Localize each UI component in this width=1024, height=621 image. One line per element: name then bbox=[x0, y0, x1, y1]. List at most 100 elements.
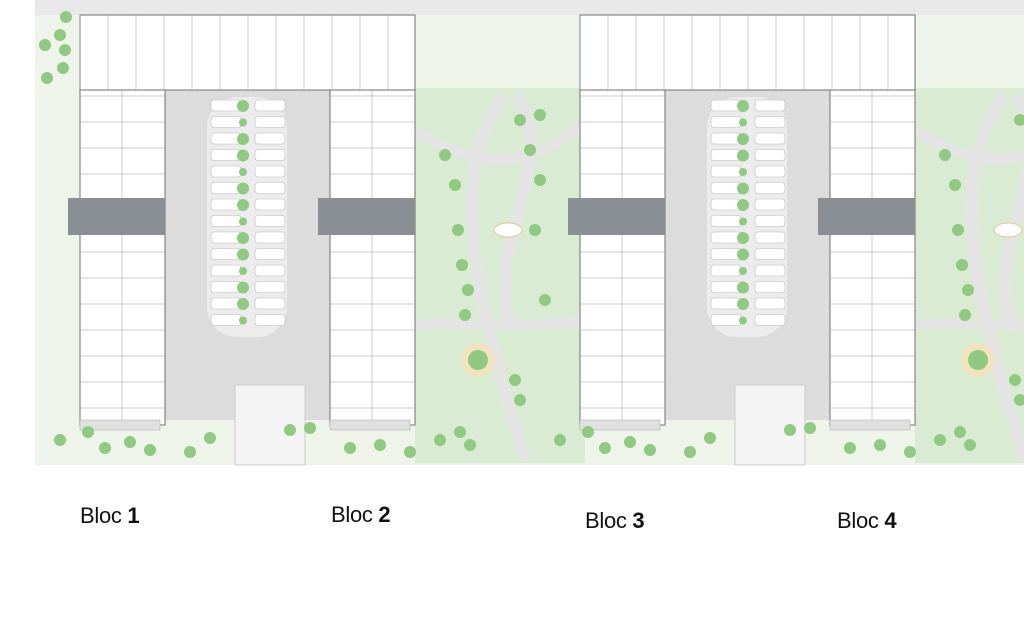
building-front bbox=[579, 14, 916, 91]
tree bbox=[844, 442, 856, 454]
car-stall bbox=[210, 132, 242, 145]
tree bbox=[524, 144, 536, 156]
tree bbox=[582, 426, 594, 438]
car-stall bbox=[710, 231, 742, 244]
car-stall bbox=[254, 198, 286, 211]
tree bbox=[534, 109, 546, 121]
tree bbox=[239, 217, 247, 226]
block-label-2[interactable]: Bloc 2 bbox=[331, 502, 391, 528]
tree bbox=[956, 259, 968, 271]
tree bbox=[737, 248, 749, 261]
car-stall bbox=[254, 116, 286, 128]
tree bbox=[739, 118, 747, 127]
tree bbox=[404, 446, 416, 458]
tree bbox=[284, 424, 296, 436]
car-stall bbox=[254, 297, 286, 310]
tree bbox=[344, 442, 356, 454]
park-path bbox=[998, 91, 1024, 333]
park-path bbox=[912, 125, 1024, 164]
highlighted-unit bbox=[818, 198, 915, 235]
block-label-4[interactable]: Bloc 4 bbox=[837, 508, 897, 534]
block-word: Bloc bbox=[585, 508, 627, 533]
tree bbox=[439, 149, 451, 161]
tree bbox=[874, 439, 886, 451]
tree bbox=[684, 446, 696, 458]
balcony bbox=[829, 419, 911, 431]
car-stall bbox=[254, 132, 286, 145]
tree bbox=[99, 442, 111, 454]
park-path bbox=[498, 91, 537, 333]
car-stall bbox=[254, 215, 286, 227]
block-label-3[interactable]: Bloc 3 bbox=[585, 508, 645, 534]
tree bbox=[962, 284, 974, 296]
car-stall bbox=[710, 116, 742, 128]
highlighted-unit bbox=[68, 198, 165, 235]
car-stall bbox=[210, 281, 242, 293]
tree bbox=[459, 309, 471, 321]
balcony bbox=[79, 419, 161, 431]
tree bbox=[514, 394, 526, 406]
block-number: 1 bbox=[127, 503, 140, 528]
highlighted-unit bbox=[318, 198, 415, 235]
car-stall bbox=[254, 264, 286, 277]
car-stall bbox=[754, 231, 786, 244]
fountain-tree bbox=[968, 350, 988, 370]
pergola bbox=[993, 222, 1023, 238]
street-strip bbox=[35, 0, 1024, 15]
tree bbox=[539, 294, 551, 306]
tree bbox=[57, 62, 69, 74]
park-path bbox=[965, 91, 1024, 462]
car-stall bbox=[754, 182, 786, 194]
tree bbox=[449, 179, 461, 191]
tree bbox=[434, 434, 446, 446]
tree bbox=[514, 114, 526, 126]
tree bbox=[237, 298, 249, 310]
block-label-1[interactable]: Bloc 1 bbox=[80, 503, 140, 529]
tree bbox=[204, 432, 216, 444]
car-stall bbox=[710, 248, 742, 260]
car-stall bbox=[754, 165, 786, 178]
car-stall bbox=[754, 248, 786, 260]
tree bbox=[739, 168, 747, 176]
tree bbox=[237, 281, 249, 294]
car-stall bbox=[254, 99, 286, 112]
tree bbox=[534, 174, 546, 186]
car-stall bbox=[754, 116, 786, 128]
car-stall bbox=[210, 264, 242, 277]
balcony bbox=[329, 419, 411, 431]
tree bbox=[737, 182, 749, 195]
tree bbox=[54, 434, 66, 446]
park-path bbox=[414, 315, 586, 330]
car-stall bbox=[254, 314, 286, 326]
tree bbox=[237, 182, 249, 195]
fountain-tree bbox=[468, 350, 488, 370]
block-number: 4 bbox=[884, 508, 897, 533]
car-stall bbox=[754, 198, 786, 211]
tree bbox=[82, 426, 94, 438]
tree bbox=[464, 439, 476, 451]
site-plan bbox=[35, 0, 1024, 466]
tree bbox=[454, 426, 466, 438]
block-word: Bloc bbox=[80, 503, 122, 528]
tree bbox=[509, 374, 521, 386]
tree bbox=[144, 444, 156, 456]
tree bbox=[529, 224, 541, 236]
park-path bbox=[465, 91, 531, 462]
car-stall bbox=[254, 149, 286, 161]
tree bbox=[737, 149, 749, 162]
tree bbox=[737, 298, 749, 310]
car-stall bbox=[254, 165, 286, 178]
car-stall bbox=[210, 248, 242, 260]
car-stall bbox=[754, 215, 786, 227]
tree bbox=[599, 442, 611, 454]
tree bbox=[949, 179, 961, 191]
car-stall bbox=[210, 165, 242, 178]
tree bbox=[739, 316, 747, 325]
tree bbox=[737, 133, 749, 145]
car-stall bbox=[210, 231, 242, 244]
car-stall bbox=[254, 182, 286, 194]
car-stall bbox=[210, 198, 242, 211]
tree bbox=[374, 439, 386, 451]
tree bbox=[60, 11, 72, 23]
tree bbox=[1014, 394, 1024, 406]
